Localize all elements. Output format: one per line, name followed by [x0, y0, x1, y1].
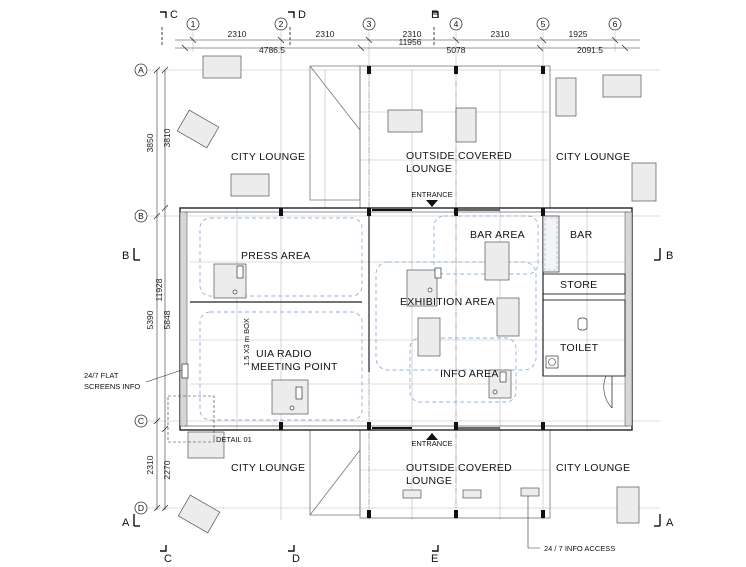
furniture [176, 55, 657, 534]
label-bar: BAR [570, 229, 593, 241]
label-outside-covered-bot-1: OUTSIDE COVERED [406, 462, 512, 474]
section-d-bottom: D [292, 553, 300, 565]
top-dimensions: 2310 2310 2310 2310 1925 11956 4786.5 50… [175, 29, 640, 55]
section-a-left: A [122, 517, 130, 529]
dim-inner-c: 2270 [162, 460, 172, 479]
label-detail-01: DETAIL 01 [216, 435, 252, 444]
building-walls [179, 66, 633, 518]
label-entrance-top: ENTRANCE [411, 190, 452, 199]
label-store: STORE [560, 279, 597, 291]
dim-bay-3: 2310 [403, 29, 422, 39]
section-b-left: B [122, 250, 129, 262]
dim-bay-5: 1925 [569, 29, 588, 39]
label-outside-covered-bot-2: LOUNGE [406, 475, 452, 487]
section-markers [133, 11, 661, 552]
section-e-bottom: E [431, 553, 438, 565]
section-a-right: A [666, 517, 674, 529]
label-info-access: 24 / 7 INFO ACCESS [544, 544, 615, 553]
label-box: 1.5 X3 m BOX [242, 318, 251, 366]
column-bubbles [186, 17, 622, 31]
dim-total-width: 11956 [398, 37, 421, 47]
row-label-b: B [138, 211, 144, 221]
dim-outer-c: 2310 [145, 455, 155, 474]
label-info-area: INFO AREA [440, 368, 499, 380]
label-meeting-point: MEETING POINT [251, 361, 338, 373]
label-city-lounge-se: CITY LOUNGE [556, 462, 630, 474]
dim-inner-b: 5848 [162, 310, 172, 329]
label-outside-covered-top-2: LOUNGE [406, 163, 452, 175]
label-toilet: TOILET [560, 342, 599, 354]
row-label-d: D [138, 503, 144, 513]
dim-total-height: 11928 [154, 278, 164, 301]
column-label-5: 5 [541, 19, 546, 29]
entrance-top-arrow [426, 200, 438, 207]
column-label-2: 2 [279, 19, 284, 29]
dim-mid-part: 5078 [447, 45, 466, 55]
section-d-top: D [298, 9, 306, 21]
leader-lines [145, 369, 540, 549]
label-entrance-bottom: ENTRANCE [411, 439, 452, 448]
label-bar-area: BAR AREA [470, 229, 525, 241]
label-exhibition-area: EXHIBITION AREA [400, 296, 495, 308]
label-press-area: PRESS AREA [241, 250, 311, 262]
label-city-lounge-nw: CITY LOUNGE [231, 151, 305, 163]
row-label-c: C [138, 416, 144, 426]
left-dimensions: 3850 3810 5390 5848 11928 2310 2270 [145, 66, 172, 512]
dim-left-part: 4786.5 [259, 45, 285, 55]
section-b-right: B [666, 250, 673, 262]
zones [199, 215, 539, 421]
column-label-4: 4 [454, 19, 459, 29]
label-flat-screens-1: 24/7 FLAT [84, 371, 119, 380]
column-label-3: 3 [367, 19, 372, 29]
row-label-a: A [138, 65, 144, 75]
section-c-bottom: C [164, 553, 172, 565]
dim-outer-a: 3850 [145, 133, 155, 152]
label-outside-covered-top-1: OUTSIDE COVERED [406, 150, 512, 162]
dim-bay-2: 2310 [316, 29, 335, 39]
entrance-bottom-arrow [426, 433, 438, 440]
dim-bay-4: 2310 [491, 29, 510, 39]
dim-right-part: 2091.5 [577, 45, 603, 55]
section-e-top: E [431, 9, 438, 21]
row-bubbles [134, 63, 148, 515]
section-c-top: C [170, 9, 178, 21]
label-city-lounge-sw: CITY LOUNGE [231, 462, 305, 474]
column-label-1: 1 [191, 19, 196, 29]
label-uia-radio: UIA RADIO [256, 348, 312, 360]
label-flat-screens-2: SCREENS INFO [84, 382, 140, 391]
dim-outer-b: 5390 [145, 310, 155, 329]
column-label-6: 6 [613, 19, 618, 29]
dim-inner-a: 3810 [162, 128, 172, 147]
label-city-lounge-ne: CITY LOUNGE [556, 151, 630, 163]
dim-bay-1: 2310 [228, 29, 247, 39]
